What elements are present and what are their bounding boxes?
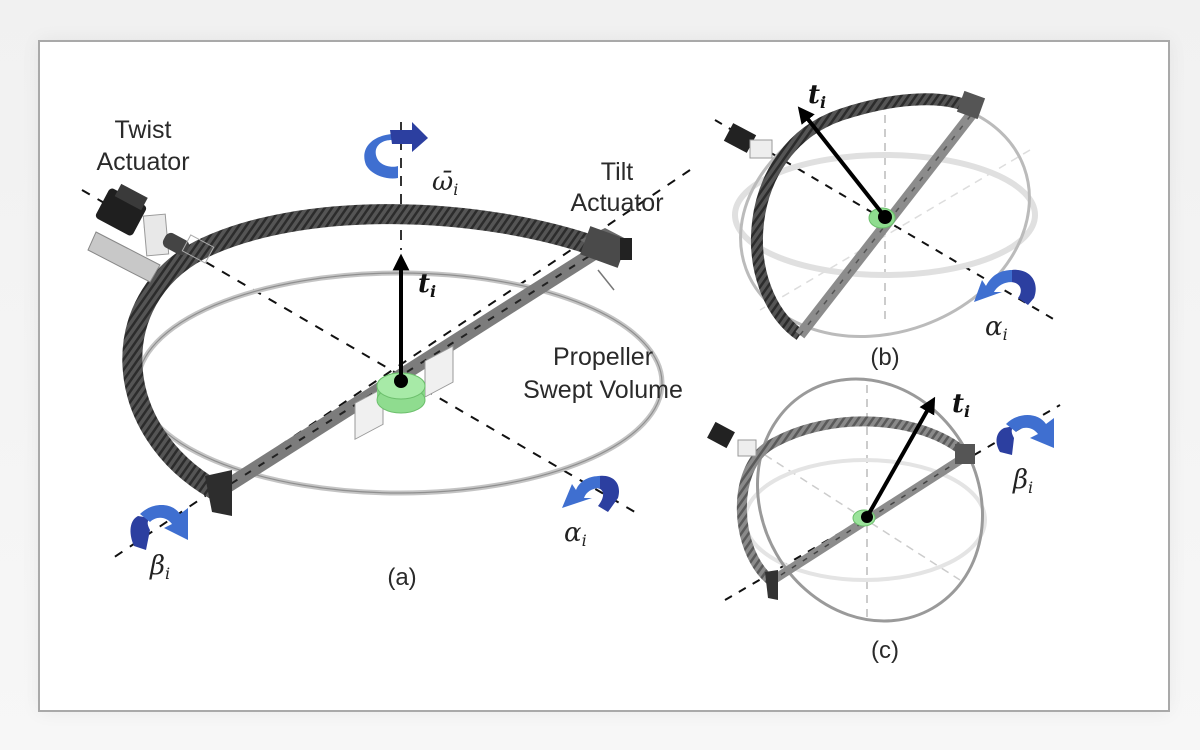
tilt-actuator-label-line2: Actuator	[570, 189, 663, 217]
twist-actuator-b	[723, 123, 757, 153]
beta-symbol-c: βi	[1012, 465, 1033, 497]
twist-actuator-label-line1: Twist	[115, 116, 172, 144]
tilt-actuator-label-line1: Tilt	[601, 158, 633, 186]
omega-symbol: ω̄i	[432, 167, 458, 199]
twist-actuator	[87, 183, 215, 283]
tilt-actuator-c	[955, 444, 975, 464]
tilt-actuator	[580, 226, 632, 291]
beta-rotation-arrow-icon-c	[996, 415, 1054, 455]
thrust-symbol-a: ti	[418, 269, 436, 301]
alpha-rotation-arrow-icon-b	[974, 269, 1036, 305]
thrust-symbol-b: ti	[808, 80, 826, 112]
twist-actuator-label-line2: Actuator	[96, 148, 189, 176]
spin-rotation-arrow-icon	[364, 122, 428, 179]
propeller-label-line2: Swept Volume	[523, 376, 683, 404]
beta-rotation-arrow-icon	[130, 505, 188, 550]
beta-symbol-a: βi	[149, 551, 170, 583]
alpha-symbol-b: αi	[985, 312, 1008, 344]
twist-actuator-c	[707, 421, 735, 449]
panel-a: Twist Actuator Tilt Actuator Propeller S…	[81, 116, 691, 591]
caption-a: (a)	[387, 564, 416, 591]
gimbal-ring	[122, 204, 604, 499]
alpha-symbol-a: αi	[564, 518, 587, 550]
lower-bracket	[205, 470, 232, 516]
alpha-rotation-arrow-icon	[562, 475, 620, 512]
thrust-vector-c	[865, 396, 936, 518]
thrust-vector-b	[797, 106, 887, 219]
propeller-label-line1: Propeller	[553, 343, 653, 371]
thrust-symbol-c: ti	[952, 389, 970, 421]
figure-panel	[38, 40, 1170, 712]
caption-c: (c)	[871, 637, 899, 664]
panel-b: ti αi (b)	[714, 80, 1056, 371]
tilt-actuator-b	[956, 90, 986, 120]
panel-c: ti βi (c)	[707, 377, 1061, 664]
propeller-hub-assembly	[354, 345, 454, 441]
caption-b: (b)	[870, 344, 899, 371]
